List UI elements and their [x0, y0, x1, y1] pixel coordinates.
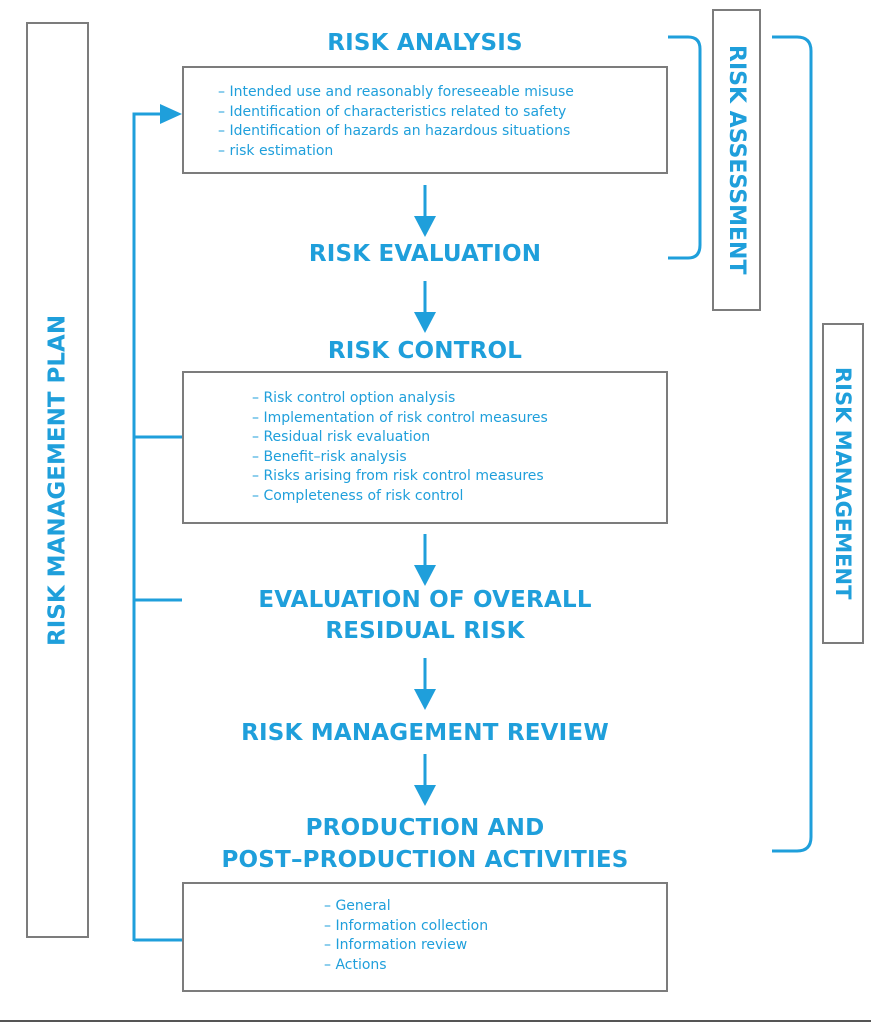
arrow-4-head	[414, 689, 436, 710]
list-item: – Risks arising from risk control measur…	[252, 468, 544, 484]
list-item: – Benefit–risk analysis	[252, 448, 407, 465]
list-item: – Identification of characteristics rela…	[218, 103, 567, 120]
arrow-3-head	[414, 565, 436, 586]
overall-residual-risk-title-line2: RESIDUAL RISK	[325, 618, 525, 644]
risk-control-box: – Risk control option analysis – Impleme…	[182, 371, 668, 524]
production-title-line2: POST–PRODUCTION ACTIVITIES	[221, 847, 629, 873]
risk-management-plan-label: RISK MANAGEMENT PLAN	[44, 314, 71, 646]
list-item: – Actions	[324, 956, 387, 973]
risk-management-frame	[822, 323, 864, 644]
risk-assessment-frame	[712, 9, 761, 311]
list-item: – Completeness of risk control	[252, 487, 464, 504]
production-box: – General – Information collection – Inf…	[182, 882, 668, 992]
risk-assessment-label: RISK ASSESSMENT	[724, 45, 749, 275]
arrow-2-head	[414, 312, 436, 333]
list-item: – General	[324, 898, 391, 914]
risk-analysis-box: – Intended use and reasonably foreseeabl…	[182, 66, 668, 174]
risk-management-plan-frame	[26, 22, 89, 938]
list-item: – Risk control option analysis	[252, 390, 456, 406]
list-item: – Residual risk evaluation	[252, 429, 431, 445]
risk-management-review-title: RISK MANAGEMENT REVIEW	[241, 720, 609, 746]
risk-management-label: RISK MANAGEMENT	[831, 367, 855, 600]
feedback-arrowhead	[160, 104, 182, 124]
risk-control-title: RISK CONTROL	[327, 338, 523, 364]
arrow-5-head	[414, 785, 436, 806]
list-item: – Implementation of risk control measure…	[252, 409, 548, 426]
risk-assessment-brace	[668, 35, 702, 260]
risk-management-brace	[772, 35, 813, 853]
production-title-line1: PRODUCTION AND	[305, 815, 545, 841]
list-item: – risk estimation	[218, 142, 334, 159]
list-item: – Identification of hazards an hazardous…	[218, 123, 571, 139]
risk-analysis-title: RISK ANALYSIS	[327, 30, 523, 56]
overall-residual-risk-title-line1: EVALUATION OF OVERALL	[258, 587, 592, 613]
list-item: – Information review	[324, 937, 468, 953]
bottom-rule	[0, 1020, 871, 1022]
arrow-1-head	[414, 216, 436, 237]
list-item: – Information collection	[324, 917, 489, 934]
list-item: – Intended use and reasonably foreseeabl…	[218, 84, 574, 100]
risk-evaluation-title: RISK EVALUATION	[308, 241, 542, 267]
